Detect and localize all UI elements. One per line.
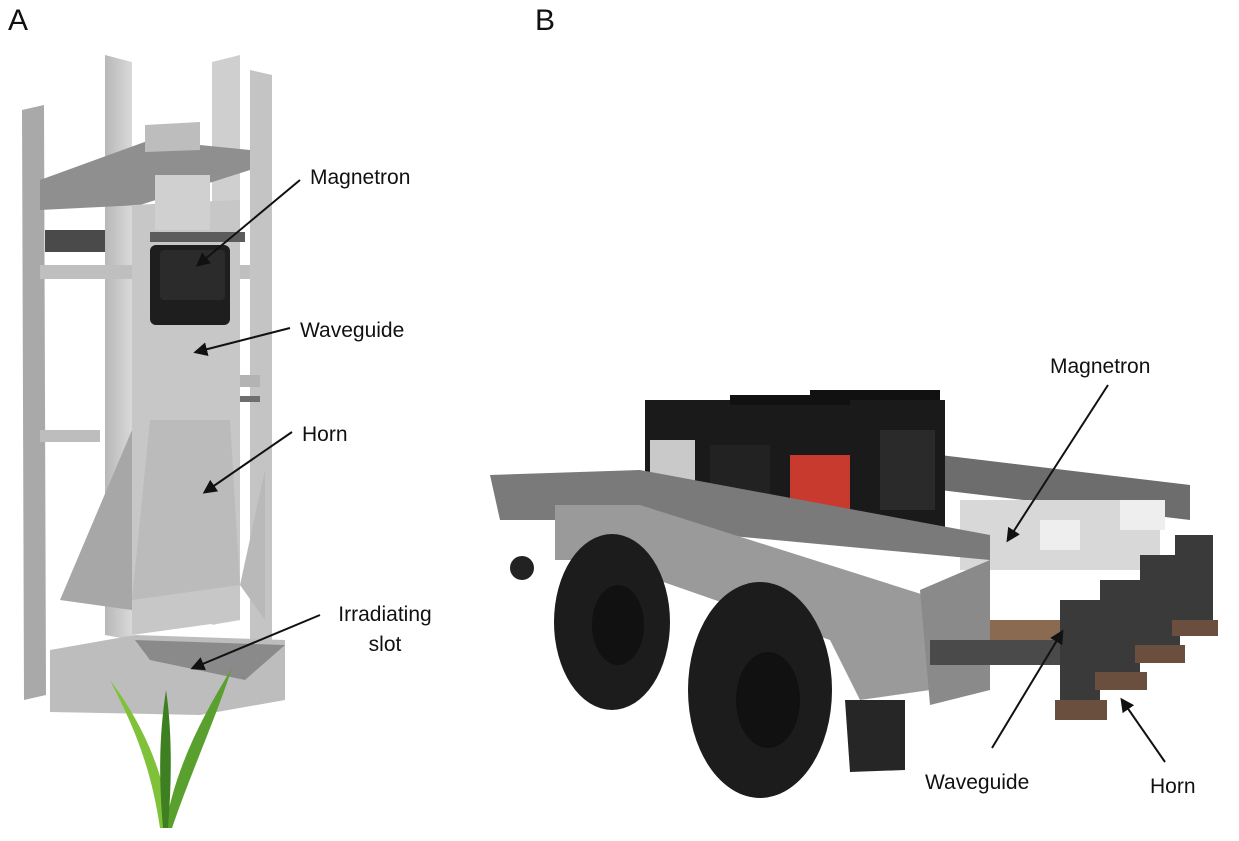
panel-a-waveguide-label: Waveguide <box>300 319 405 342</box>
panel-a-slot-line2: slot <box>368 633 402 656</box>
panel-a-horn-label: Horn <box>302 423 348 446</box>
panel-a-irradiating-slot-label: Irradiating slot <box>330 600 440 660</box>
panel-a-slot-line1: Irradiating <box>338 603 432 626</box>
panel-b-magnetron-label: Magnetron <box>1050 355 1151 378</box>
panel-b-waveguide-label: Waveguide <box>925 771 1030 794</box>
applicator-frame-illustration <box>22 55 285 828</box>
panel-b-letter: B <box>535 4 556 37</box>
panel-a-magnetron-label: Magnetron <box>310 166 411 189</box>
panel-b-horn-label: Horn <box>1150 775 1196 798</box>
panel-a-letter: A <box>8 4 29 37</box>
trailer-illustration <box>490 390 1218 798</box>
